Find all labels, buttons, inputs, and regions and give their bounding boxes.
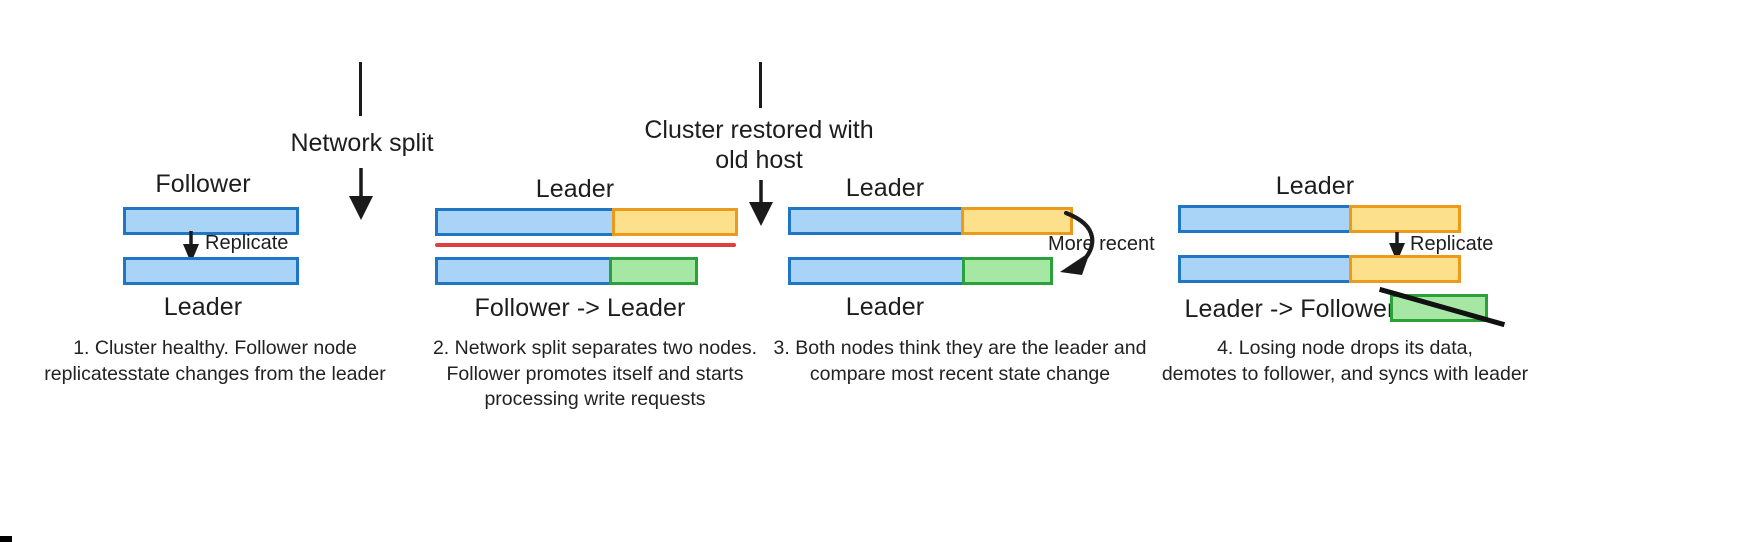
log-segment-blue <box>435 208 615 236</box>
panel-1-bottom-node <box>123 257 299 285</box>
log-segment-blue <box>1178 205 1352 233</box>
panel-3-top-node <box>788 207 1073 235</box>
panel-4-bottom-node <box>1178 255 1461 283</box>
divider-cluster-restored-line-1: Cluster restored with <box>644 116 874 144</box>
log-segment-blue <box>788 257 965 285</box>
log-segment-orange <box>612 208 738 236</box>
log-segment-blue <box>435 257 612 285</box>
panel-4-caption: 4. Losing node drops its data, demotes t… <box>1145 336 1545 387</box>
log-segment-green <box>962 257 1053 285</box>
panel-1-caption-line-1: 1. Cluster healthy. Follower node <box>73 337 357 359</box>
log-segment-green <box>609 257 698 285</box>
panel-1-caption: 1. Cluster healthy. Follower node replic… <box>25 336 405 387</box>
panel-1-top-node-title: Follower <box>155 170 251 198</box>
panel-2-top-node-title: Leader <box>535 175 615 203</box>
panel-both-leaders: Leader More recent Leader 3. Both nodes … <box>770 0 1155 542</box>
panel-4-caption-line-2: demotes to follower, and syncs with lead… <box>1161 362 1529 385</box>
divider-cluster-restored-label: Cluster restored with old host <box>619 115 899 175</box>
panel-recovery: Leader Replicate Leader -> Follower 4. L… <box>1150 0 1754 542</box>
panel-2-bottom-node <box>435 257 698 285</box>
panel-2-top-node <box>435 208 738 236</box>
panel-1-caption-line-2: replicatesstate changes from the leader <box>44 362 386 385</box>
log-segment-blue <box>1178 255 1352 283</box>
panel-3-bottom-node <box>788 257 1053 285</box>
log-segment-blue <box>123 207 299 235</box>
panel-3-more-recent-label: More recent <box>1048 233 1155 255</box>
panel-3-caption-line-2: compare most recent state change <box>809 362 1111 385</box>
panel-network-split: Leader Follower -> Leader 2. Network spl… <box>430 0 770 542</box>
panel-3-caption-line-1: 3. Both nodes think they are the leader … <box>773 337 1147 359</box>
panel-1-replicate-label: Replicate <box>205 232 289 254</box>
log-segment-blue <box>123 257 299 285</box>
panel-3-top-node-title: Leader <box>845 174 925 202</box>
panel-cluster-healthy: Follower Replicate Leader 1. Cluster hea… <box>0 0 430 542</box>
panel-2-caption-line-3: processing write requests <box>484 388 706 410</box>
panel-4-top-node-title: Leader <box>1275 172 1355 200</box>
dropped-data-box <box>1390 294 1488 322</box>
panel-2-caption-line-2: Follower promotes itself and starts <box>446 362 744 385</box>
panel-1-top-node <box>123 207 299 235</box>
panel-4-replicate-label: Replicate <box>1410 233 1494 255</box>
log-segment-orange <box>961 207 1073 235</box>
panel-4-bottom-node-title: Leader -> Follower <box>1184 295 1396 323</box>
divider-cluster-restored-line-2: old host <box>715 146 803 174</box>
panel-2-caption-line-1: 2. Network split separates two nodes. <box>432 337 758 359</box>
log-segment-blue <box>788 207 964 235</box>
log-segment-orange <box>1349 255 1461 283</box>
panel-4-top-node <box>1178 205 1461 233</box>
panel-1-bottom-node-title: Leader <box>163 293 243 321</box>
panel-3-caption: 3. Both nodes think they are the leader … <box>760 336 1160 387</box>
divider-network-split-label: Network split <box>290 129 434 157</box>
log-segment-orange <box>1349 205 1461 233</box>
divider-2-top-line <box>759 62 762 108</box>
panel-2-bottom-node-title: Follower -> Leader <box>474 294 686 322</box>
panel-3-bottom-node-title: Leader <box>845 293 925 321</box>
panel-2-caption: 2. Network split separates two nodes. Fo… <box>420 336 770 413</box>
panel-4-caption-line-1: 4. Losing node drops its data, <box>1217 337 1473 359</box>
divider-1-top-line <box>359 62 362 116</box>
corner-marker <box>0 536 12 542</box>
network-split-line <box>435 243 736 247</box>
